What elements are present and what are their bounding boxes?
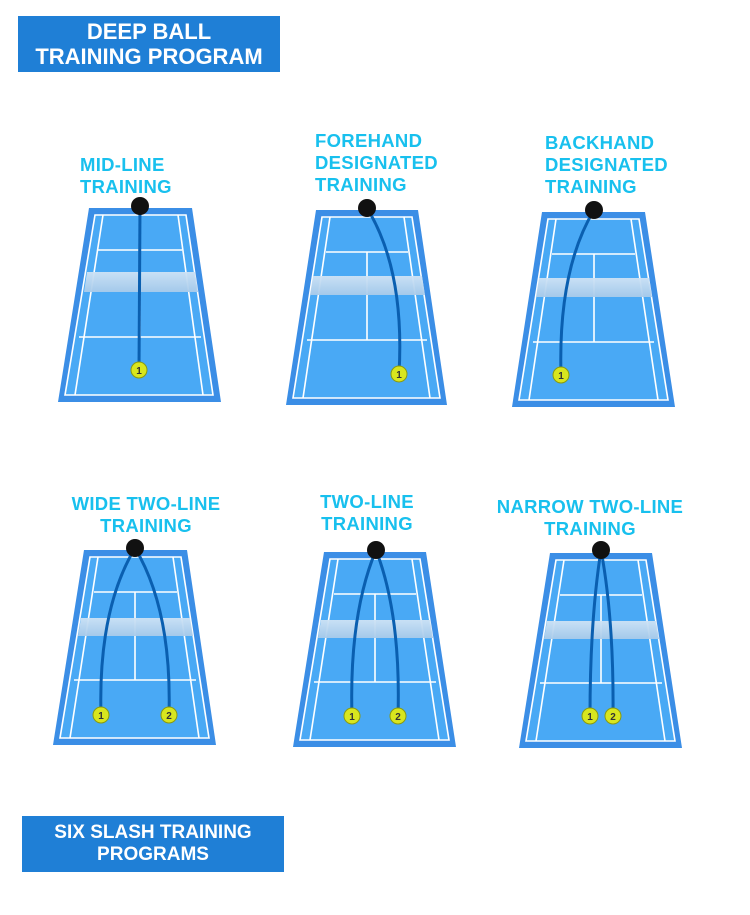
bottom-banner: SIX SLASH TRAINING PROGRAMS xyxy=(22,816,284,872)
bottom-banner-line2: PROGRAMS xyxy=(97,844,209,865)
target-1: 1 xyxy=(396,370,402,381)
court-backhand: 1 xyxy=(512,201,675,407)
court-mid-line: 1 xyxy=(58,197,221,402)
top-banner: DEEP BALL TRAINING PROGRAM xyxy=(18,16,280,72)
title-forehand: FOREHAND DESIGNATED TRAINING xyxy=(315,130,438,195)
target-2: 2 xyxy=(395,712,401,723)
target-1: 1 xyxy=(98,711,104,722)
target-2: 2 xyxy=(610,712,616,723)
bottom-banner-line1: SIX SLASH TRAINING xyxy=(54,822,252,844)
target-1: 1 xyxy=(558,371,564,382)
target-1: 1 xyxy=(349,712,355,723)
title-backhand: BACKHAND DESIGNATED TRAINING xyxy=(545,132,668,197)
title-narrow-two-line: NARROW TWO-LINE TRAINING xyxy=(496,496,684,539)
target-1: 1 xyxy=(136,366,142,377)
court-two-line: 1 2 xyxy=(293,541,456,747)
target-1: 1 xyxy=(587,712,593,723)
title-wide-two-line: WIDE TWO-LINE TRAINING xyxy=(71,493,221,536)
title-two-line: TWO-LINE TRAINING xyxy=(320,491,414,534)
top-banner-line1: DEEP BALL xyxy=(86,18,212,44)
top-banner-line2: TRAINING PROGRAM xyxy=(35,44,263,69)
target-2: 2 xyxy=(166,711,172,722)
court-narrow-two-line: 1 2 xyxy=(519,541,682,748)
court-forehand: 1 xyxy=(286,199,447,405)
title-mid-line: MID-LINE TRAINING xyxy=(80,154,172,197)
court-wide-two-line: 1 2 xyxy=(53,539,216,745)
